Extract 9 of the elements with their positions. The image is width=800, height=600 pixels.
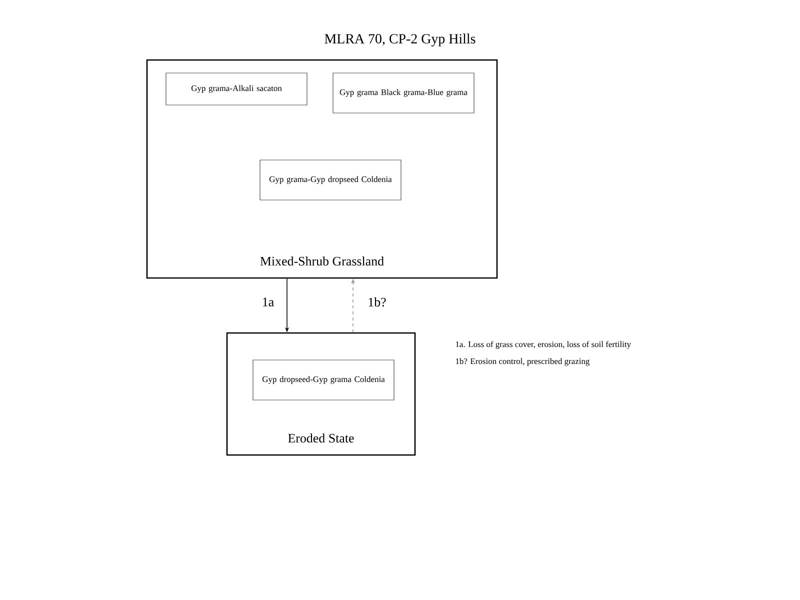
- title: MLRA 70, CP-2 Gyp Hills: [324, 34, 476, 46]
- note: 1b? Erosion control, prescribed grazing: [456, 358, 590, 366]
- note: 1a. Loss of grass cover, erosion, loss of soil fertility: [456, 341, 631, 349]
- community-box: Gyp grama-Alkali sacaton: [166, 72, 308, 106]
- edge-label: 1b?: [368, 297, 386, 307]
- community-box: Gyp grama-Gyp dropseed Coldenia: [260, 160, 402, 200]
- community-box: Gyp grama Black grama-Blue grama: [332, 72, 474, 114]
- community-box: Gyp dropseed-Gyp grama Coldenia: [252, 360, 394, 400]
- edge-label: 1a: [263, 298, 274, 306]
